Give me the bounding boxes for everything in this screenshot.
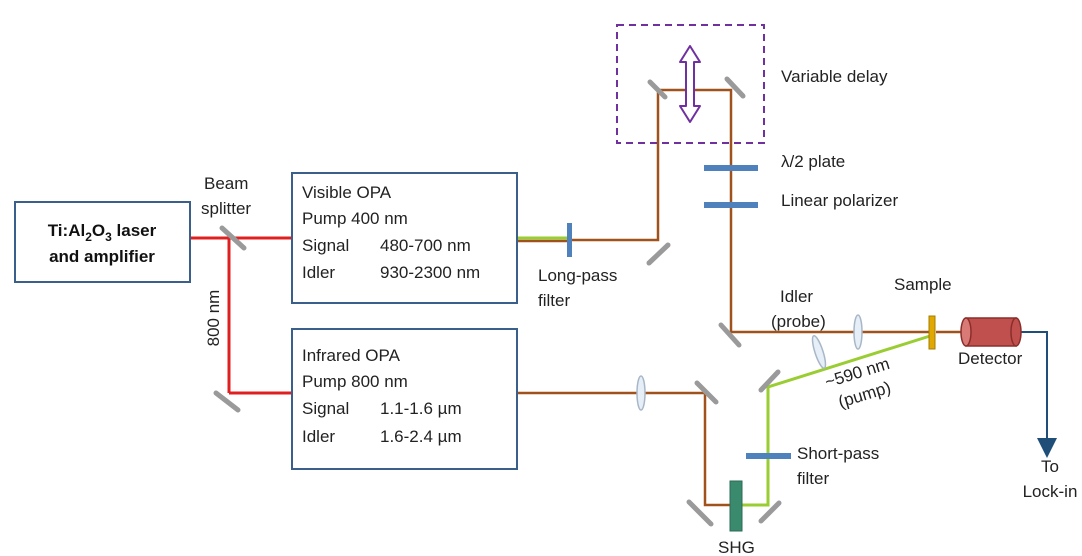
variable-delay-label: Variable delay [781, 67, 888, 86]
linear-polarizer-label: Linear polarizer [781, 191, 899, 210]
mirrors [213, 76, 782, 527]
mirror-delay-right [724, 76, 746, 99]
laser-beam-800nm [190, 236, 292, 395]
delay-stage-arrow-icon [679, 45, 701, 123]
laser-box [14, 201, 191, 283]
visible-opa-signal-label: Signal [302, 236, 349, 255]
mirror-800nm-down [213, 390, 241, 413]
mirror-pump-turn [758, 369, 781, 393]
long-pass-filter [567, 223, 572, 257]
mirror-shg-left [686, 499, 714, 527]
infrared-opa-title: Infrared OPA [302, 346, 401, 365]
infrared-opa-signal-range: 1.1-1.6 µm [380, 399, 462, 418]
short-pass-label-line2: filter [797, 469, 829, 488]
detector-signal-line [1021, 331, 1057, 458]
pump-label: ~590 nm (pump) [823, 354, 893, 412]
infrared-opa-output-beam [517, 391, 736, 507]
mirror-delay-left [647, 79, 668, 100]
infrared-opa-idler-label: Idler [302, 427, 335, 446]
infrared-opa-pump: Pump 800 nm [302, 372, 408, 391]
visible-opa-output-beam [517, 88, 933, 334]
long-pass-label-line2: filter [538, 291, 570, 310]
half-wave-label: λ/2 plate [781, 152, 845, 171]
detector-icon [960, 317, 1022, 347]
infrared-opa-signal-label: Signal [302, 399, 349, 418]
lens-ir-path [636, 375, 646, 411]
beam-splitter-label: Beam [204, 174, 248, 193]
detector-label: Detector [958, 349, 1023, 368]
sample-label: Sample [894, 275, 952, 294]
visible-opa-idler-range: 930-2300 nm [380, 263, 480, 282]
idler-probe-label: Idler [780, 287, 813, 306]
visible-opa-pump: Pump 400 nm [302, 209, 408, 228]
visible-opa-title: Visible OPA [302, 183, 392, 202]
linear-polarizer [704, 202, 758, 208]
infrared-opa-idler-range: 1.6-2.4 µm [380, 427, 462, 446]
to-lockin-label: To [1041, 457, 1059, 476]
laser-label-line2: and amplifier [49, 247, 155, 266]
infrared-opa-box [291, 328, 518, 470]
to-lockin-label-line2: Lock-in [1023, 482, 1078, 501]
variable-delay-box [616, 24, 765, 144]
mirror-shg-right [758, 500, 782, 524]
beam-splitter-mirror [219, 225, 247, 251]
short-pass-label: Short-pass [797, 444, 879, 463]
sample-holder [928, 315, 936, 350]
half-wave-plate [704, 165, 758, 171]
lens-pump-path [811, 335, 827, 369]
long-pass-label: Long-pass [538, 266, 617, 285]
visible-opa-signal-range: 480-700 nm [380, 236, 471, 255]
mirror-long-pass-up [646, 242, 671, 266]
shg-label: SHG [718, 538, 755, 556]
visible-opa-box [291, 172, 518, 304]
label-800nm: 800 nm [204, 290, 223, 347]
mirror-ir-turn [694, 380, 719, 405]
lens-probe-path [853, 314, 863, 350]
beam-splitter-label-line2: splitter [201, 199, 251, 218]
short-pass-filter [746, 453, 791, 459]
pump-beam-590nm [736, 334, 931, 507]
idler-probe-label-line2: (probe) [771, 312, 826, 331]
laser-label: Ti:Al2O3 laser [48, 221, 157, 244]
shg-crystal [729, 480, 743, 532]
mirror-idler-turn [718, 322, 742, 348]
visible-opa-idler-label: Idler [302, 263, 335, 282]
